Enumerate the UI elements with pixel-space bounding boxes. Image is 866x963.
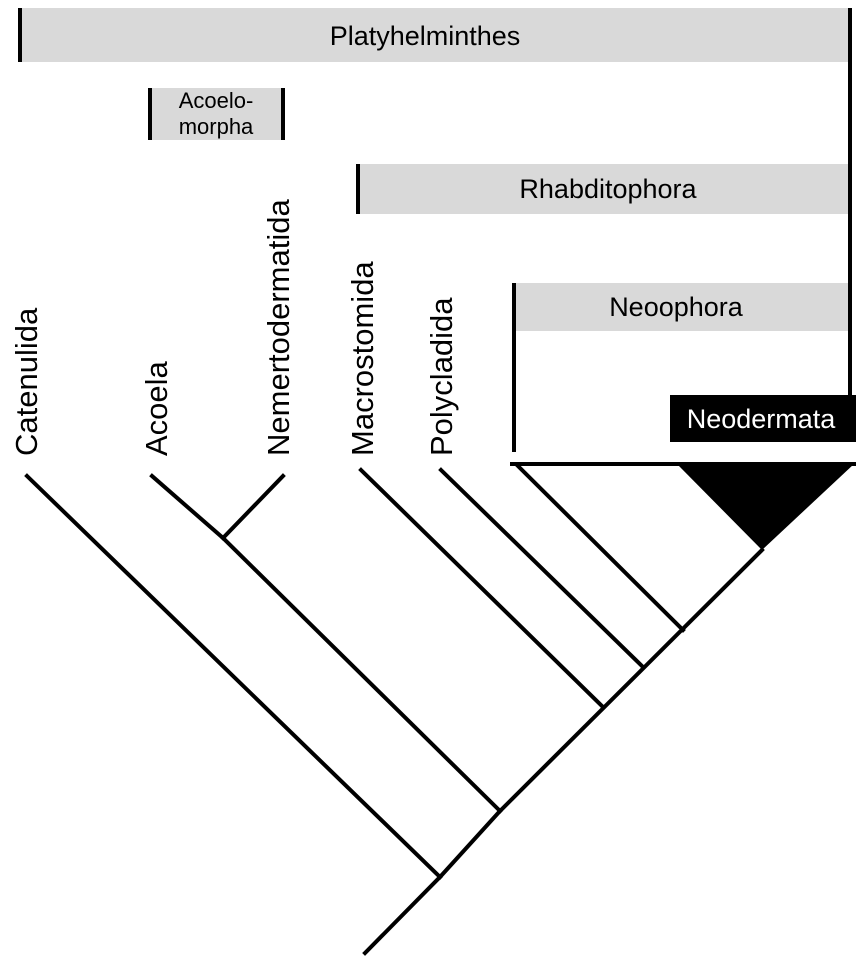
group-bar-rhabditophora: Rhabditophora	[356, 164, 848, 214]
neoophora-bar	[514, 283, 848, 331]
neodermata-label: Neodermata	[687, 404, 837, 434]
acoelomorpha-stem-branch	[220, 535, 503, 814]
platyhelminthes-label: Platyhelminthes	[330, 21, 521, 51]
group-bar-acoelomorpha: Acoelo- morpha	[148, 88, 285, 140]
neodermata-bar	[670, 395, 856, 442]
platyhelminthes-bar	[20, 8, 850, 62]
nemertodermatida-branch	[220, 473, 286, 541]
tree-branches	[24, 462, 856, 956]
acoela-branch	[149, 473, 226, 541]
taxon-label-nemertodermatida: Nemertodermatida	[261, 199, 296, 456]
acoelomorpha-bar	[150, 88, 283, 140]
spine-upper-branch	[497, 547, 765, 814]
root-stem-branch	[362, 874, 443, 956]
rhabditophora-bar	[358, 164, 848, 214]
group-bar-neodermata: Neodermata	[670, 395, 856, 442]
catenulida-branch	[24, 473, 443, 880]
neoophora-label: Neoophora	[609, 292, 744, 322]
taxon-label-acoela: Acoela	[139, 360, 174, 456]
group-bar-platyhelminthes: Platyhelminthes	[18, 8, 852, 395]
rhabditophora-label: Rhabditophora	[519, 174, 697, 204]
group-bar-neoophora: Neoophora	[512, 283, 848, 452]
neoophora-branch	[515, 463, 686, 633]
neodermata-clade-triangle	[677, 464, 854, 550]
macrostomida-branch	[358, 467, 606, 710]
taxon-label-macrostomida: Macrostomida	[345, 261, 380, 456]
acoelomorpha-label-line1: Acoelo-	[179, 88, 254, 113]
acoelomorpha-label-line2: morpha	[179, 114, 254, 139]
taxon-label-polycladida: Polycladida	[424, 297, 459, 456]
spine-lower-branch	[437, 808, 503, 880]
polycladida-branch	[438, 467, 646, 670]
taxon-label-catenulida: Catenulida	[9, 307, 44, 456]
